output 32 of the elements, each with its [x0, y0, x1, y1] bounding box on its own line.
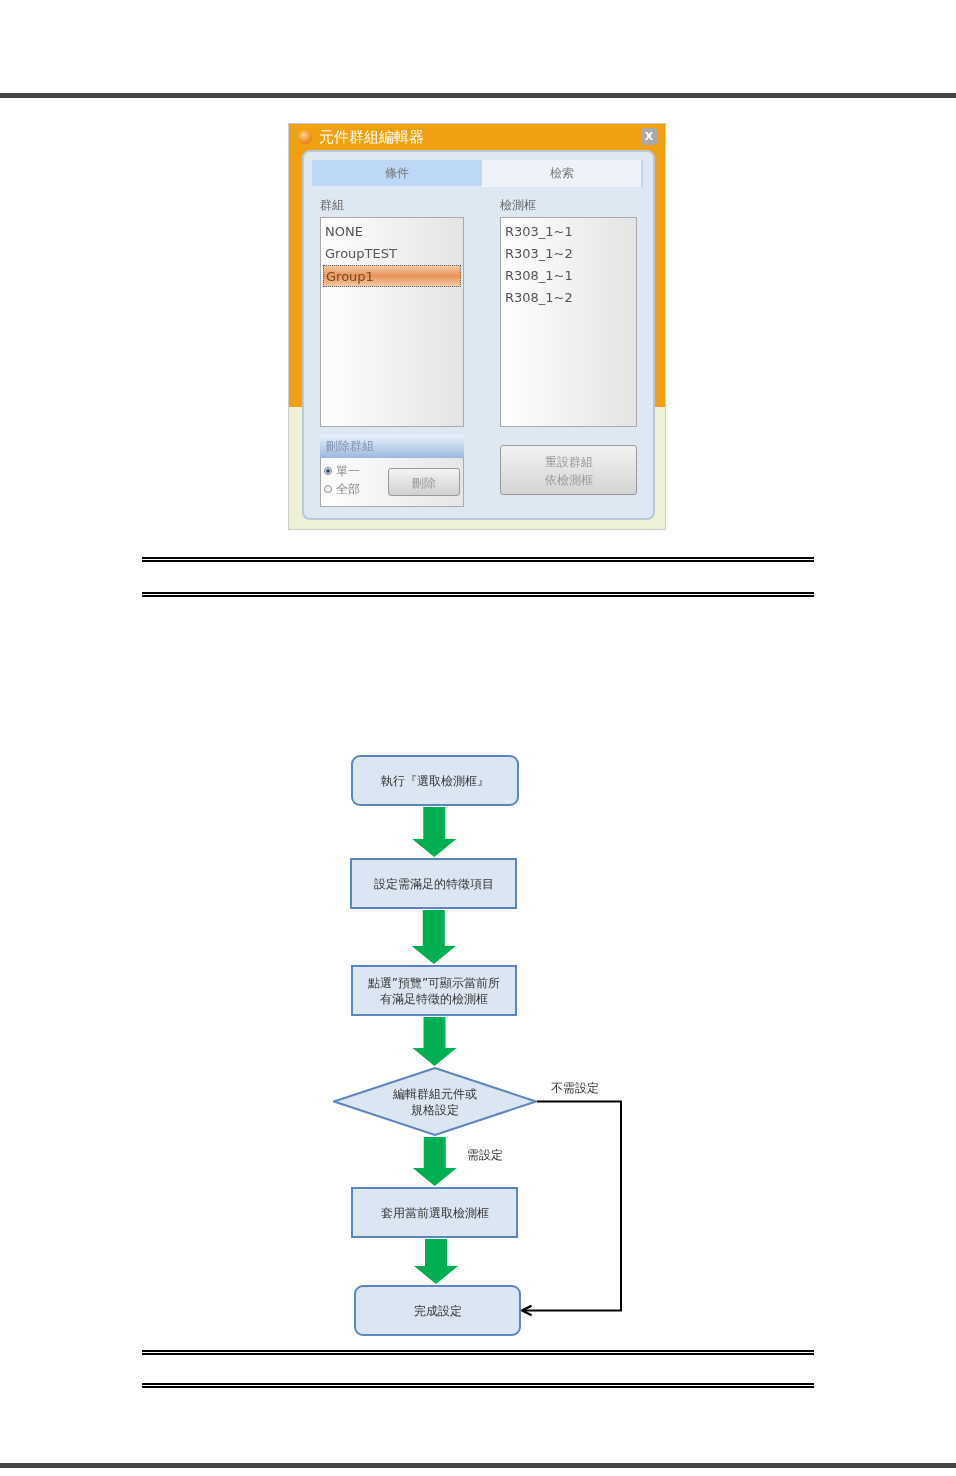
list-item: R308_1~1: [505, 268, 573, 284]
arrow: [520, 1100, 622, 1317]
radio-label: 單一: [336, 463, 360, 479]
terminal-box: 完成設定: [354, 1285, 521, 1336]
list-item: GroupTEST: [325, 246, 397, 262]
selected-list-item: Group1: [323, 265, 461, 287]
list-item: R303_1~2: [505, 246, 573, 262]
block-arrow: [411, 910, 456, 964]
group-box-header: 刪除群組: [320, 435, 464, 458]
edge-label: 需設定: [466, 1147, 504, 1163]
edge-label: 不需設定: [550, 1080, 600, 1096]
block-arrow: [412, 1017, 457, 1066]
block-arrow: [412, 1137, 457, 1186]
process-box: 設定需滿足的特徵項目: [350, 858, 517, 909]
tab: 檢索: [482, 160, 643, 187]
field-label: 群組: [320, 197, 344, 213]
block-arrow: [414, 1239, 458, 1284]
delete-button: 刪除: [388, 468, 460, 496]
reset-button: 重設群組依檢測框: [500, 445, 637, 495]
list-item: R303_1~1: [505, 224, 573, 240]
terminal-box: 執行『選取檢測框』: [351, 755, 519, 806]
close-button: X: [641, 128, 657, 145]
list-item: NONE: [325, 224, 363, 240]
decision-diamond: 編輯群組元件或規格設定: [333, 1067, 537, 1136]
tab: 條件: [312, 160, 482, 186]
list-item: R308_1~2: [505, 290, 573, 306]
field-label: 檢測框: [500, 197, 536, 213]
radio-label: 全部: [336, 481, 360, 497]
process-box: 點選”預覽”可顯示當前所有滿足特徵的檢測框: [351, 965, 517, 1016]
block-arrow: [412, 807, 457, 857]
window-title: 元件群組編輯器: [319, 128, 424, 146]
process-box: 套用當前選取檢測框: [351, 1187, 518, 1238]
